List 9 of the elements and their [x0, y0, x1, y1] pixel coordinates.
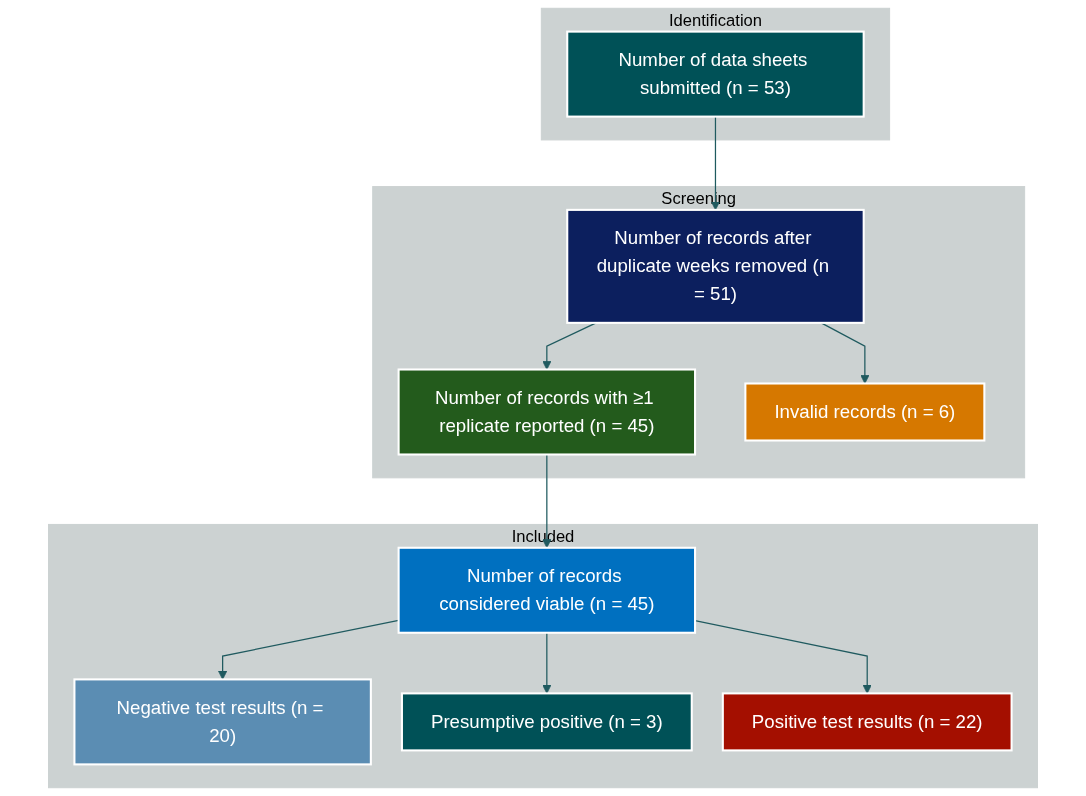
node-box: Number of records considered viable (n = 45)	[397, 546, 697, 634]
node-box: Invalid records (n = 6)	[744, 382, 986, 442]
node-box: Positive test results (n = 22)	[721, 692, 1013, 752]
node-box: Negative test results (n = 20)	[73, 678, 372, 766]
node-box: Presumptive positive (n = 3)	[400, 692, 693, 752]
node-box: Number of records after duplicate weeks removed (n = 51)	[566, 208, 865, 324]
node-box: Number of data sheets submitted (n = 53)	[566, 30, 865, 118]
node-box: Number of records with ≥1 replicate reported (n = 45)	[397, 368, 697, 456]
arrow	[542, 632, 552, 694]
